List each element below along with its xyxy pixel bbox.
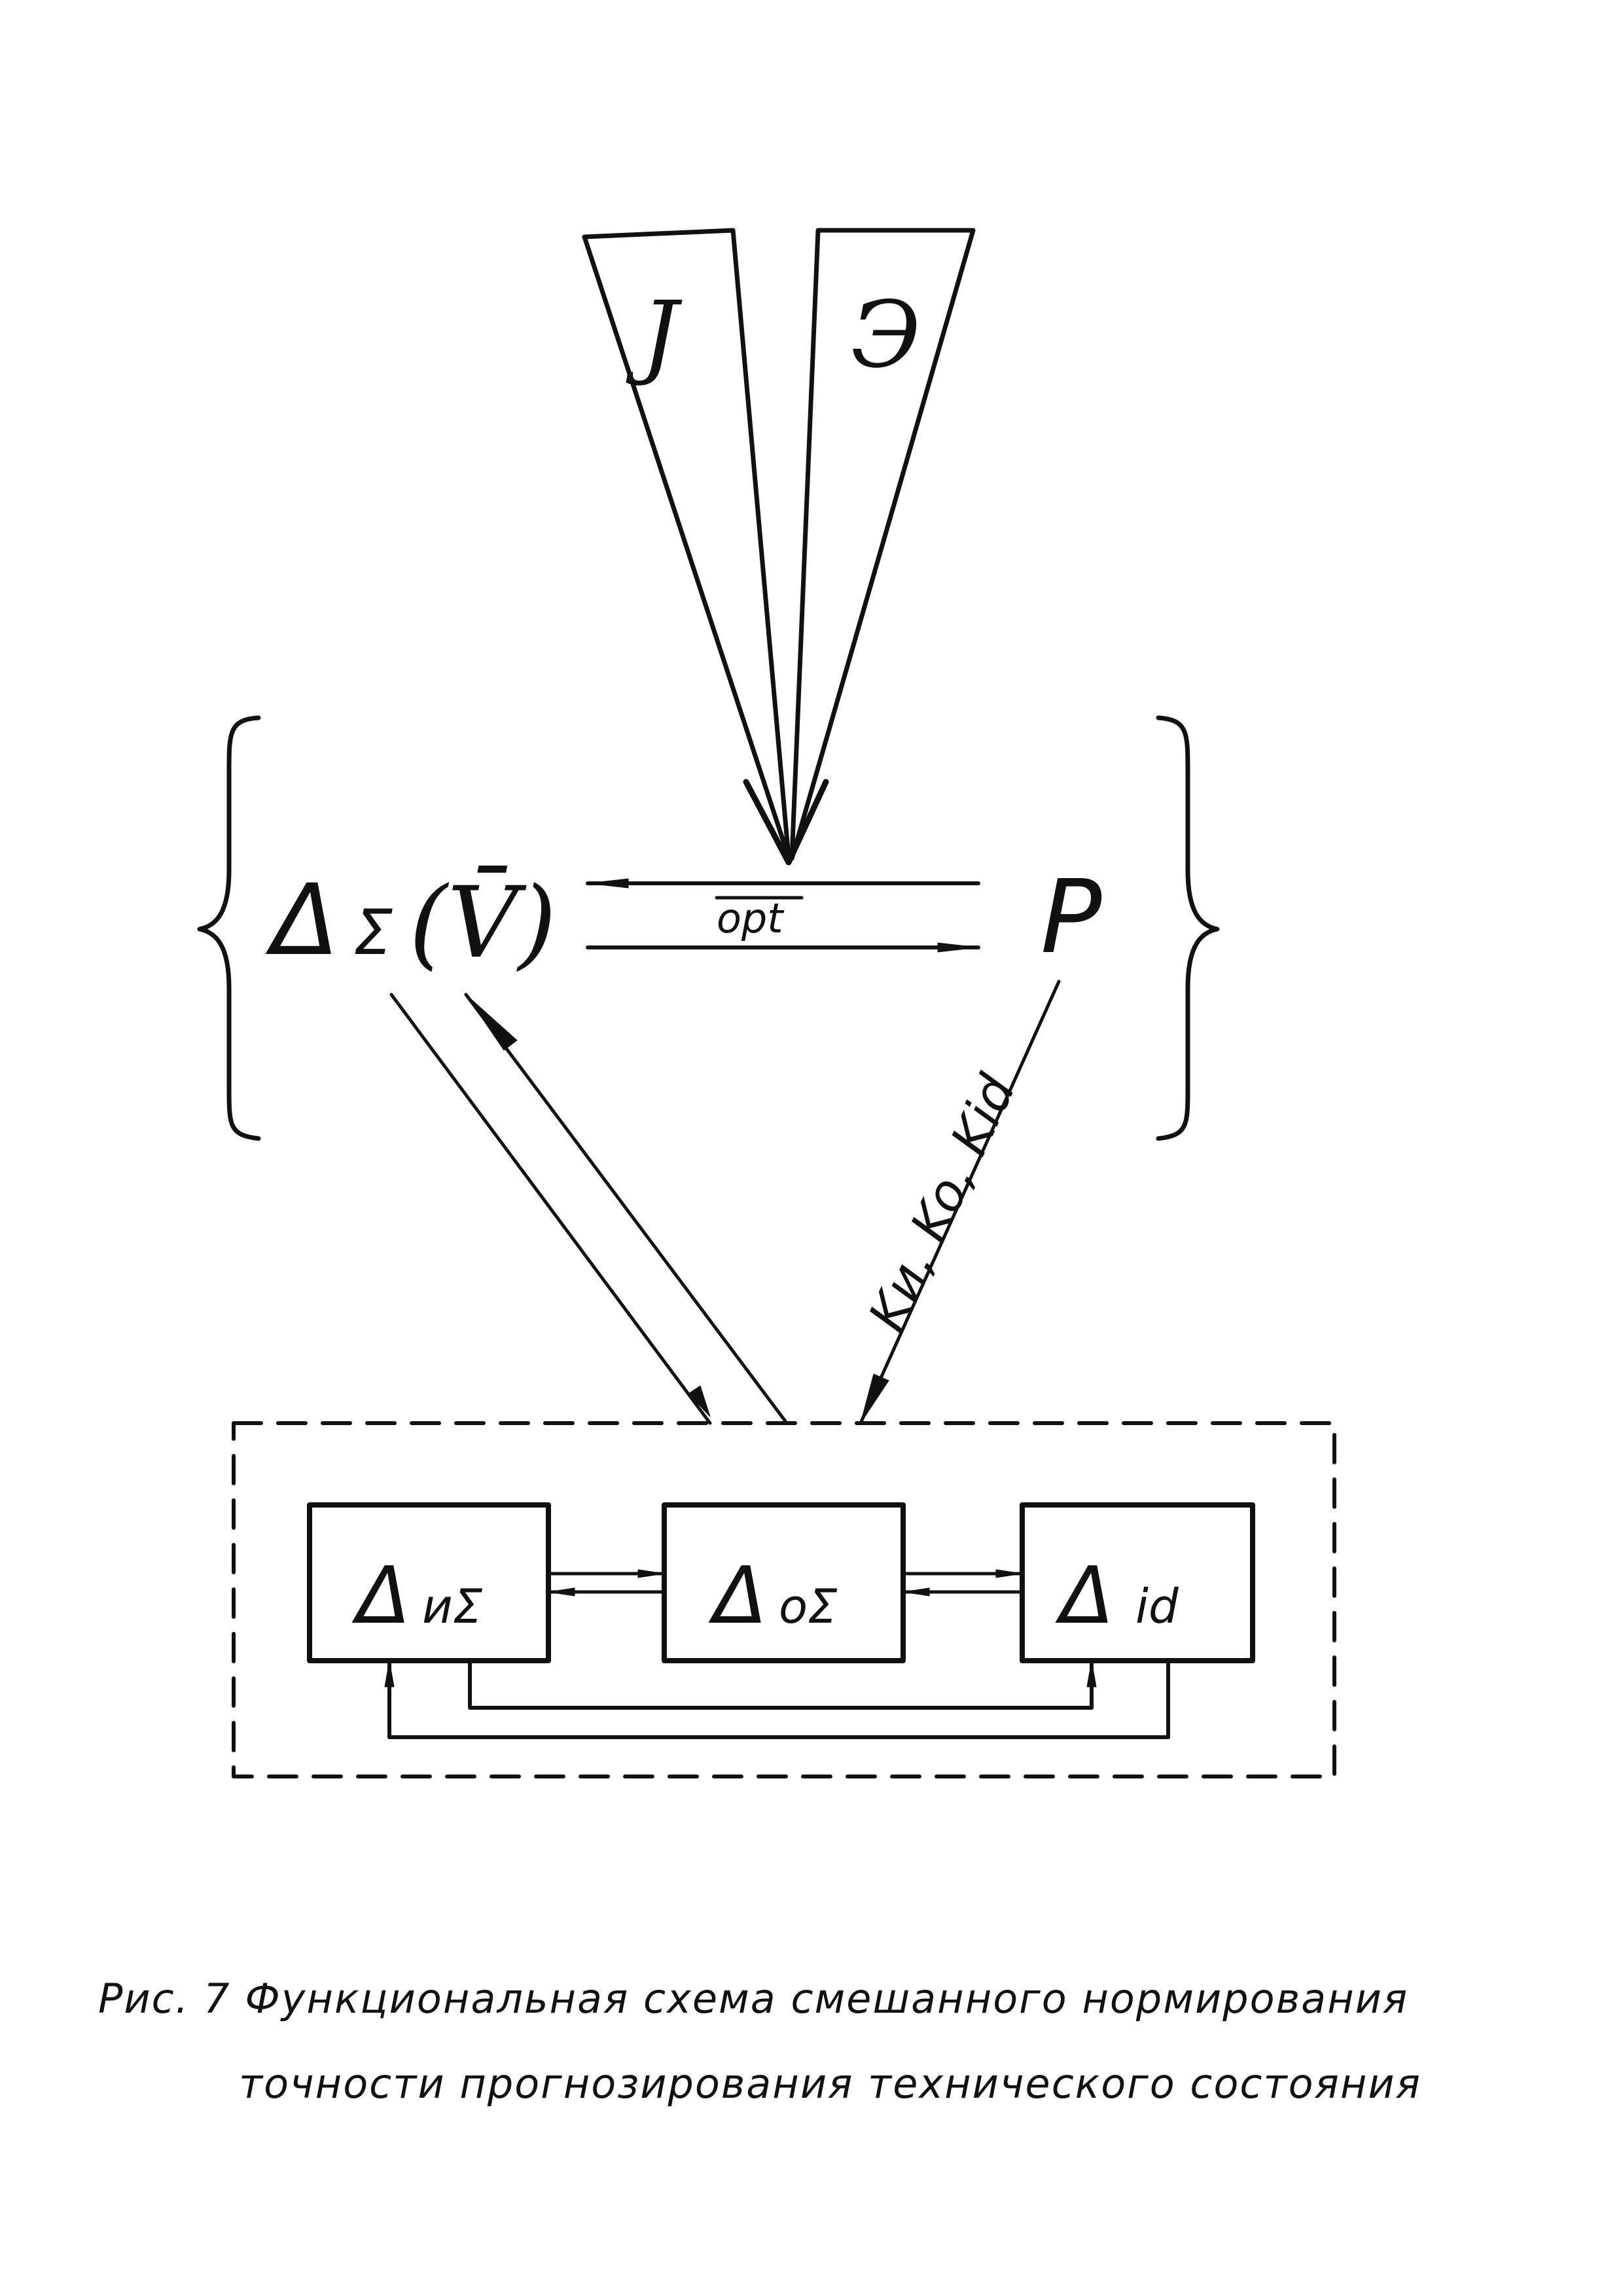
box-right-sub: id [1135, 1579, 1179, 1634]
wedge-left-label: J [626, 282, 683, 389]
box-delta-o-sigma [662, 1502, 906, 1663]
line-p-down [859, 980, 1061, 1425]
line-up-to-v [464, 993, 787, 1423]
link-left-center-head-b [548, 1587, 575, 1597]
figure-caption: Рис. 7 Функциональная схема смешанного н… [98, 1956, 1538, 2127]
delta-symbol-main: Δ [265, 864, 339, 978]
box-delta-id [1020, 1502, 1255, 1663]
box-delta-i-sigma [307, 1502, 551, 1663]
line-p-down-head [860, 1373, 889, 1424]
box-left-sub: иΣ [422, 1579, 483, 1634]
convergence-arrowhead [743, 779, 829, 866]
link-center-right-head-b [902, 1587, 930, 1597]
opt-arrow-top-head [587, 878, 629, 889]
box-left-delta: Δ [351, 1551, 410, 1642]
p-label: P [1041, 858, 1102, 976]
left-curly-brace [197, 715, 261, 1141]
bottom-loop-head-right [1086, 1660, 1097, 1687]
bottom-loop-head-left [384, 1660, 395, 1687]
link-center-right-head-a [995, 1569, 1023, 1578]
k-coefficients-label: Kи, Ko, Kid [858, 1066, 1027, 1340]
caption-line-1: Рис. 7 Функциональная схема смешанного н… [98, 1975, 1409, 2022]
bottom-loop-inner [468, 1659, 1094, 1710]
wedge-left [582, 228, 791, 860]
box-right-delta: Δ [1055, 1551, 1114, 1642]
opt-label: opt [717, 894, 785, 942]
box-center-delta: Δ [708, 1551, 767, 1642]
line-delta-down [389, 993, 712, 1425]
sigma-subscript-main: Σ [353, 897, 393, 969]
caption-line-2: точности прогнозирования технического со… [239, 2060, 1421, 2108]
opt-arrow-bottom-head [937, 942, 979, 953]
dashed-group-box [232, 1421, 1336, 1778]
link-left-center-head-a [637, 1569, 665, 1578]
wedge-right-label: Э [851, 282, 921, 389]
right-curly-brace [1156, 715, 1220, 1141]
v-label: (V̄) [409, 866, 556, 980]
line-delta-down-head [688, 1385, 711, 1417]
line-up-to-v-head [465, 994, 518, 1051]
wedge-right [789, 228, 976, 861]
box-center-sub: oΣ [779, 1579, 838, 1634]
bottom-loop-outer [387, 1659, 1170, 1739]
